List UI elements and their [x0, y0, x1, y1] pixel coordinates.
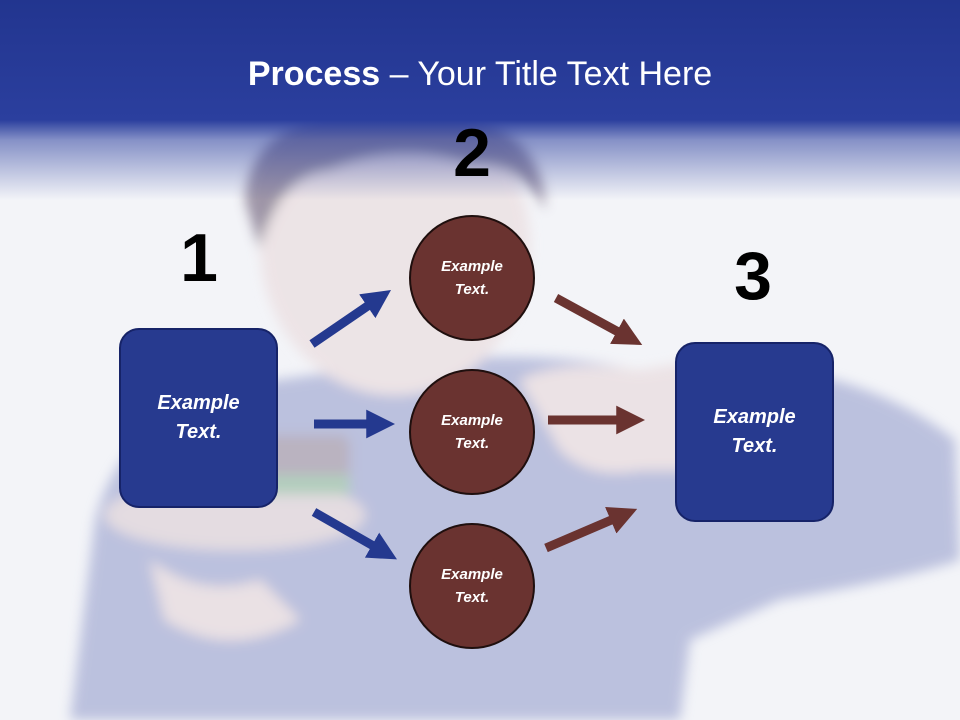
- circle-1: Example Text.: [409, 215, 535, 341]
- header-band: [0, 0, 960, 200]
- circle-3: Example Text.: [409, 523, 535, 649]
- step-number-3: 3: [734, 238, 772, 314]
- circle-2: Example Text.: [409, 369, 535, 495]
- source-box: Example Text.: [119, 328, 278, 508]
- step-number-2: 2: [453, 115, 491, 191]
- target-box: Example Text.: [675, 342, 834, 522]
- title-rest: – Your Title Text Here: [380, 55, 713, 93]
- step-number-1: 1: [180, 220, 218, 296]
- title-bold: Process: [247, 55, 381, 93]
- page-title: Process – Your Title Text Here: [0, 52, 960, 96]
